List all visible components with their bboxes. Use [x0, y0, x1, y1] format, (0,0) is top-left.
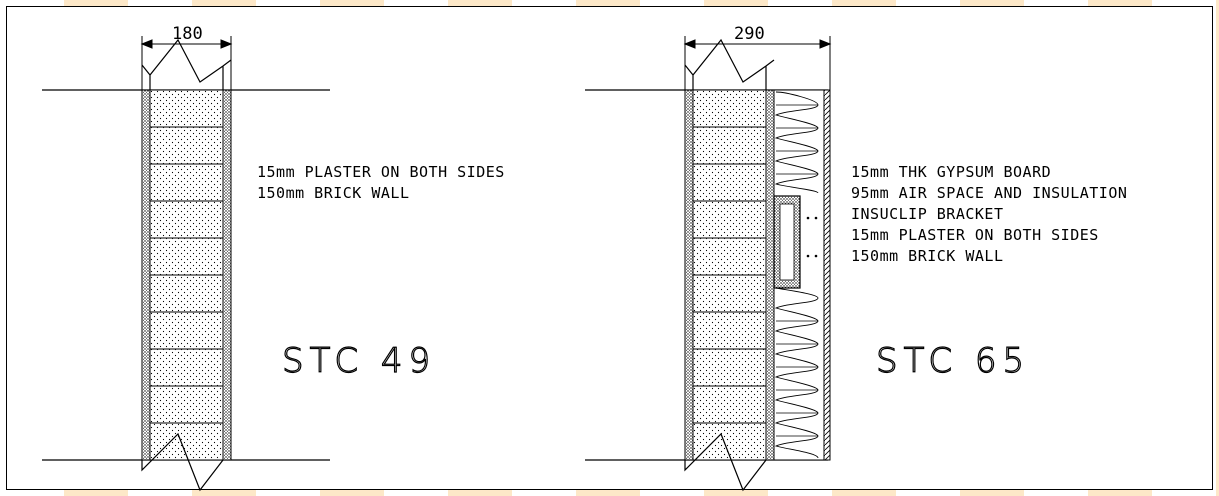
- insulation-batt: [774, 91, 819, 459]
- left-dimension-label: 180: [172, 24, 203, 44]
- left-note-2: 150mm BRICK WALL: [257, 184, 410, 202]
- right-note-5: 150mm BRICK WALL: [851, 247, 1004, 265]
- left-plaster-inner: [222, 89, 232, 461]
- right-bottom-break-line: [684, 432, 767, 492]
- right-plaster-inner: [765, 89, 775, 461]
- left-top-break-line: [141, 38, 232, 90]
- right-top-break-line: [684, 38, 775, 90]
- right-dimension-label: 290: [734, 24, 765, 44]
- right-note-1: 15mm THK GYPSUM BOARD: [851, 163, 1051, 181]
- right-note-2: 95mm AIR SPACE AND INSULATION: [851, 184, 1127, 202]
- left-brick-joints: [150, 126, 223, 424]
- left-stc-rating: STC 49: [282, 341, 436, 381]
- right-note-3: INSUCLIP BRACKET: [851, 205, 1004, 223]
- right-plaster-outer: [684, 89, 694, 461]
- right-brick-joints: [693, 126, 766, 424]
- left-dimension-line: [140, 36, 233, 90]
- right-stc-rating: STC 65: [876, 341, 1030, 381]
- bracket-screws: [806, 216, 818, 258]
- right-dimension-line: [683, 36, 832, 90]
- left-plaster-outer: [141, 89, 151, 461]
- insulation-joints: [776, 104, 818, 437]
- right-wall-section: 290 15mm THK GYPSUM BOARD 95mm AIR SPACE…: [585, 24, 1127, 492]
- left-wall-section: 180 15mm PLASTER ON BOTH SIDES 150mm BRI…: [42, 24, 505, 492]
- right-note-4: 15mm PLASTER ON BOTH SIDES: [851, 226, 1099, 244]
- insuclip-bracket-inner: [779, 203, 795, 281]
- gypsum-board: [823, 89, 831, 461]
- left-bottom-break-line: [141, 432, 224, 492]
- left-note-1: 15mm PLASTER ON BOTH SIDES: [257, 163, 505, 181]
